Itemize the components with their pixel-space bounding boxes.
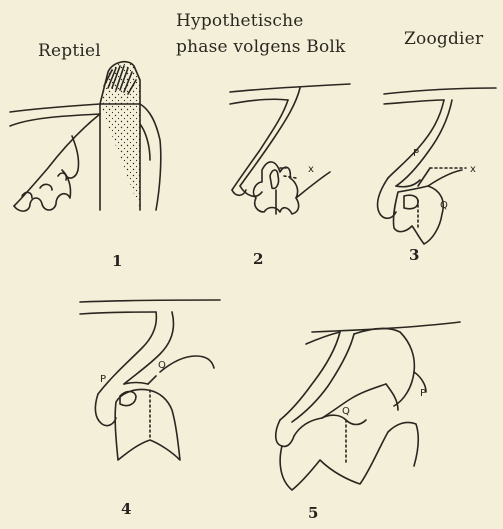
figure-number-1: 1 (112, 252, 122, 270)
label-q-fig4: Q (158, 360, 166, 371)
label-p-fig3: P (413, 148, 419, 159)
drawing-2-hypothetical (230, 84, 350, 214)
label-q-fig5: Q (342, 406, 350, 417)
label-x-fig3: x (470, 164, 476, 175)
drawing-1-reptile (10, 62, 161, 211)
figure-number-5: 5 (308, 504, 318, 522)
drawing-5 (276, 322, 460, 490)
figure-number-2: 2 (253, 250, 263, 268)
drawing-3-mammal (378, 88, 496, 244)
figure-number-4: 4 (121, 500, 131, 518)
figure-number-3: 3 (409, 246, 419, 264)
label-p-fig5: P (420, 388, 426, 399)
label-x-fig2: x (308, 164, 314, 175)
label-q-fig3: Q (440, 200, 448, 211)
label-p-fig4: P (100, 374, 106, 385)
